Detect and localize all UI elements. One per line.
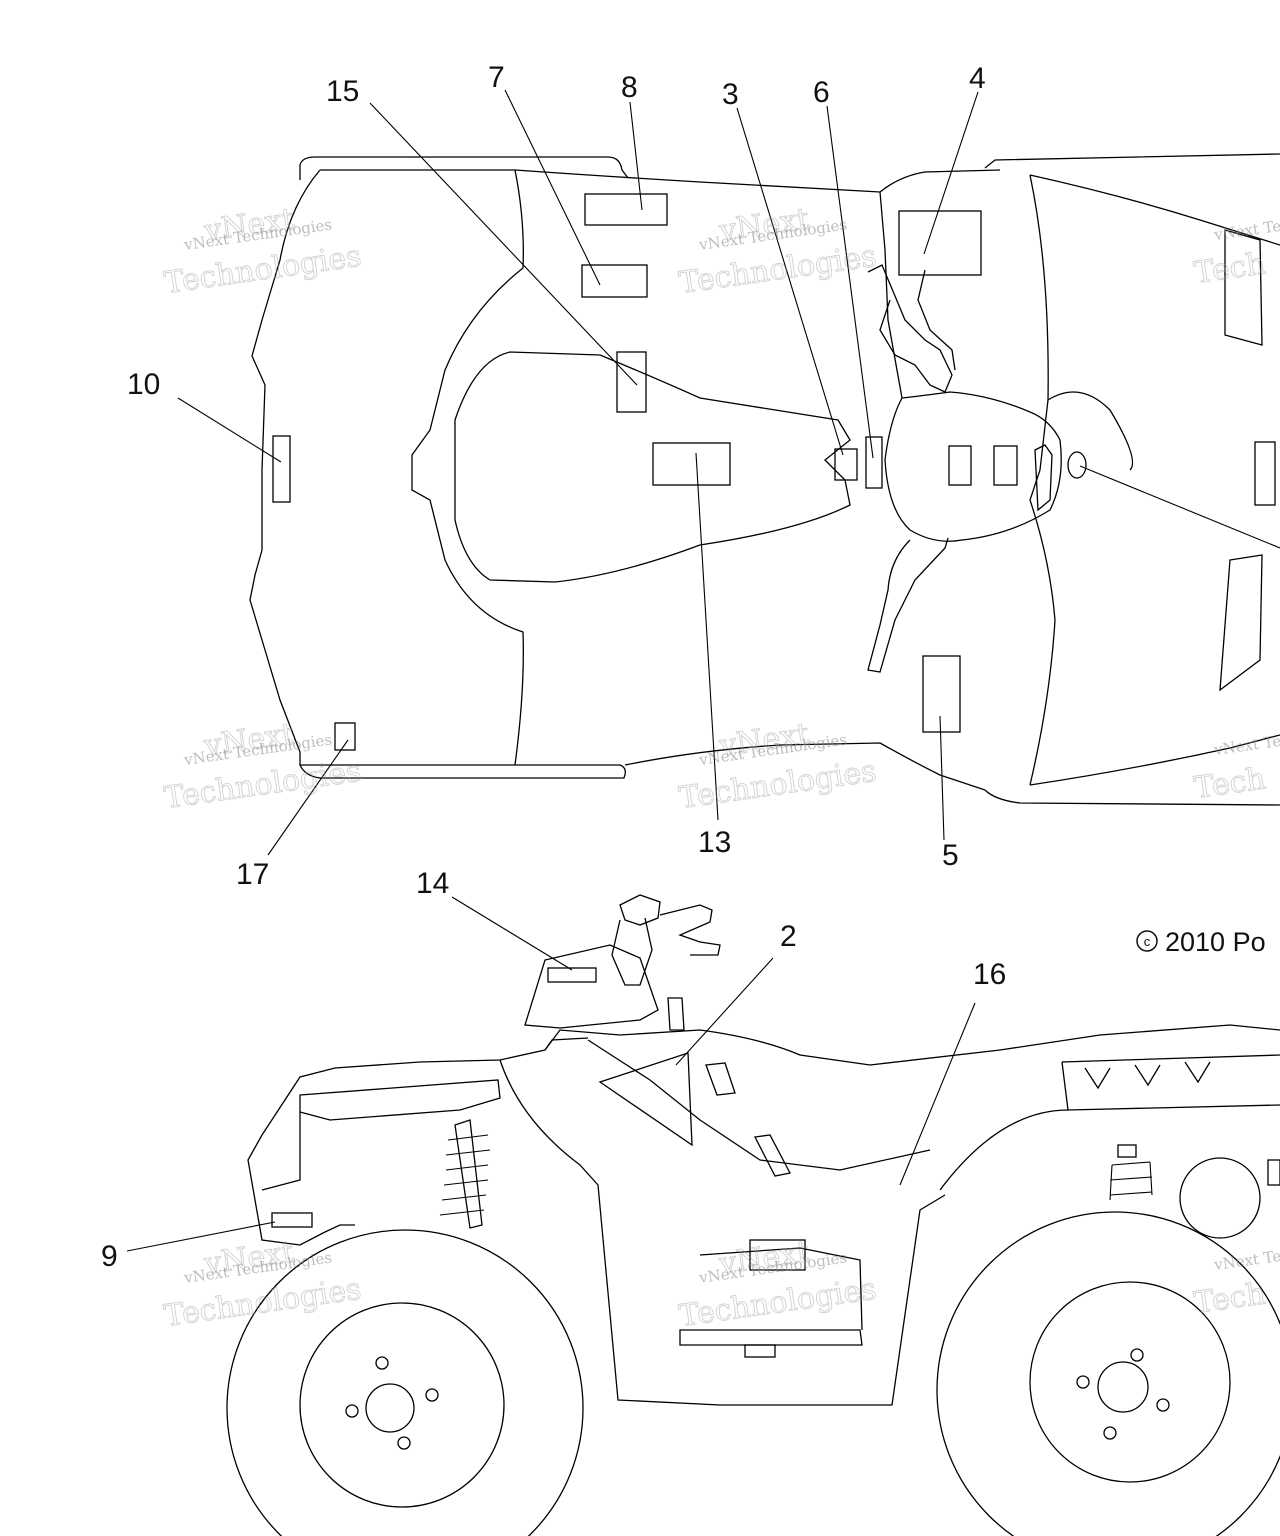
svg-text:Tech: Tech [1192,1276,1268,1321]
svg-text:Tech: Tech [1192,761,1268,806]
svg-text:vNext Te: vNext Te [1212,217,1280,244]
callout-15: 15 [326,75,359,108]
top-view-atv [249,153,1280,806]
callout-5: 5 [942,839,959,872]
callout-17: 17 [236,858,269,891]
watermark-7: vNext Te Tech [1192,217,1280,292]
copyright-text: 2010 Po [1165,927,1266,957]
watermark-6: vNext vNext Technologies Technologies [677,1234,879,1334]
watermark-9: vNext Te Tech [1192,1247,1280,1322]
watermarks: vNext vNext Technologies Technologies vN… [162,201,1280,1334]
callout-10: 10 [127,368,160,401]
callout-2: 2 [780,920,797,953]
copyright-symbol-icon [1136,930,1158,952]
svg-text:Tech: Tech [1192,246,1268,291]
callout-4: 4 [969,62,986,95]
svg-text:vNext Te: vNext Te [1212,732,1280,759]
callout-labels: 15 7 8 3 6 4 10 17 13 5 14 2 16 9 [101,61,1006,1273]
copyright-symbol-letter: c [1144,934,1151,949]
watermark-5: vNext vNext Technologies Technologies [162,1234,364,1334]
leader-lines-side [126,896,976,1252]
watermark-2: vNext vNext Technologies Technologies [677,201,879,301]
callout-7: 7 [488,61,505,94]
callout-6: 6 [813,76,830,109]
callout-14: 14 [416,867,449,900]
watermark-3: vNext vNext Technologies Technologies [162,716,364,816]
callout-16: 16 [973,958,1006,991]
watermark-1: vNext vNext Technologies Technologies [162,201,364,301]
watermark-8: vNext Te Tech [1192,732,1280,807]
callout-9: 9 [101,1240,118,1273]
callout-3: 3 [722,78,739,111]
callout-13: 13 [698,826,731,859]
callout-8: 8 [621,71,638,104]
side-view-atv [226,894,1280,1536]
leader-lines-top [177,89,1280,856]
watermark-4: vNext vNext Technologies Technologies [677,716,879,816]
copyright-notice: c 2010 Po [1136,927,1266,957]
